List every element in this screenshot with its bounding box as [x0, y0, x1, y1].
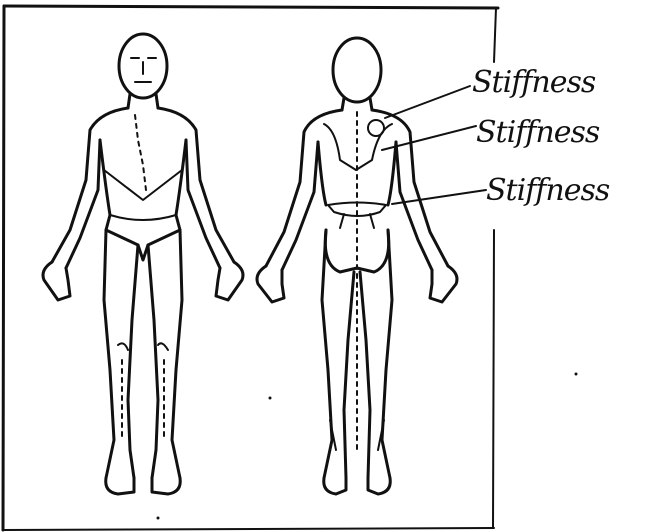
annotation-middle: Stiffness — [476, 115, 600, 150]
scan-dot — [157, 517, 160, 520]
annotation-upper: Stiffness — [472, 65, 596, 100]
scan-dot — [269, 397, 272, 400]
scan-dot — [575, 373, 578, 376]
annotation-lower: Stiffness — [486, 173, 610, 208]
